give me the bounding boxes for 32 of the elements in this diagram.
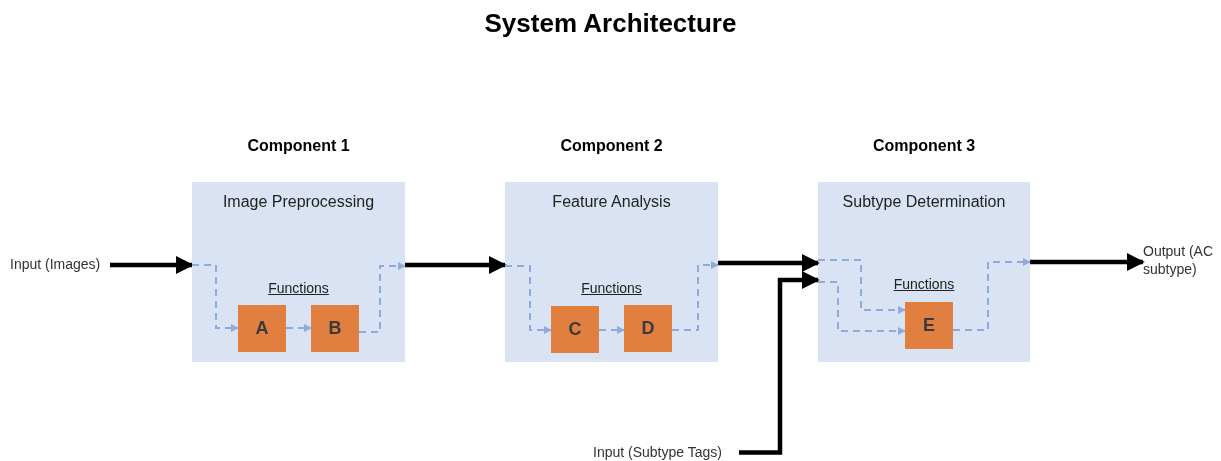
io-label: Input (Images)	[10, 256, 110, 274]
arrow	[358, 262, 406, 333]
functions-label: Functions	[268, 280, 329, 296]
function-box: A	[238, 305, 286, 352]
component-title: Feature Analysis	[551, 193, 672, 211]
arrow	[405, 256, 507, 274]
functions-label: Functions	[893, 276, 955, 292]
component-heading: Component 1	[246, 137, 351, 155]
io-label: Output (AC subtype)	[1143, 243, 1219, 281]
arrow	[110, 256, 194, 274]
arrow	[817, 259, 906, 314]
function-box: C	[551, 306, 599, 353]
arrow	[718, 254, 820, 272]
arrow	[1030, 253, 1145, 271]
function-box: E	[905, 302, 953, 349]
functions-label: Functions	[581, 280, 642, 296]
component-title: Image Preprocessing	[221, 193, 376, 211]
arrow	[739, 271, 820, 455]
function-box: B	[311, 305, 359, 352]
arrow	[285, 324, 312, 332]
arrow	[671, 261, 719, 331]
component-title: Subtype Determination	[841, 193, 1007, 211]
diagram-title: System Architecture	[483, 8, 738, 39]
component-heading: Component 2	[559, 137, 664, 155]
arrow	[504, 265, 552, 334]
io-label: Input (Subtype Tags)	[593, 444, 739, 461]
arrow	[952, 258, 1031, 331]
arrow	[817, 281, 906, 335]
component-heading: Component 3	[871, 137, 977, 155]
function-box: D	[624, 305, 672, 352]
arrow	[191, 264, 239, 332]
arrow	[598, 326, 625, 334]
